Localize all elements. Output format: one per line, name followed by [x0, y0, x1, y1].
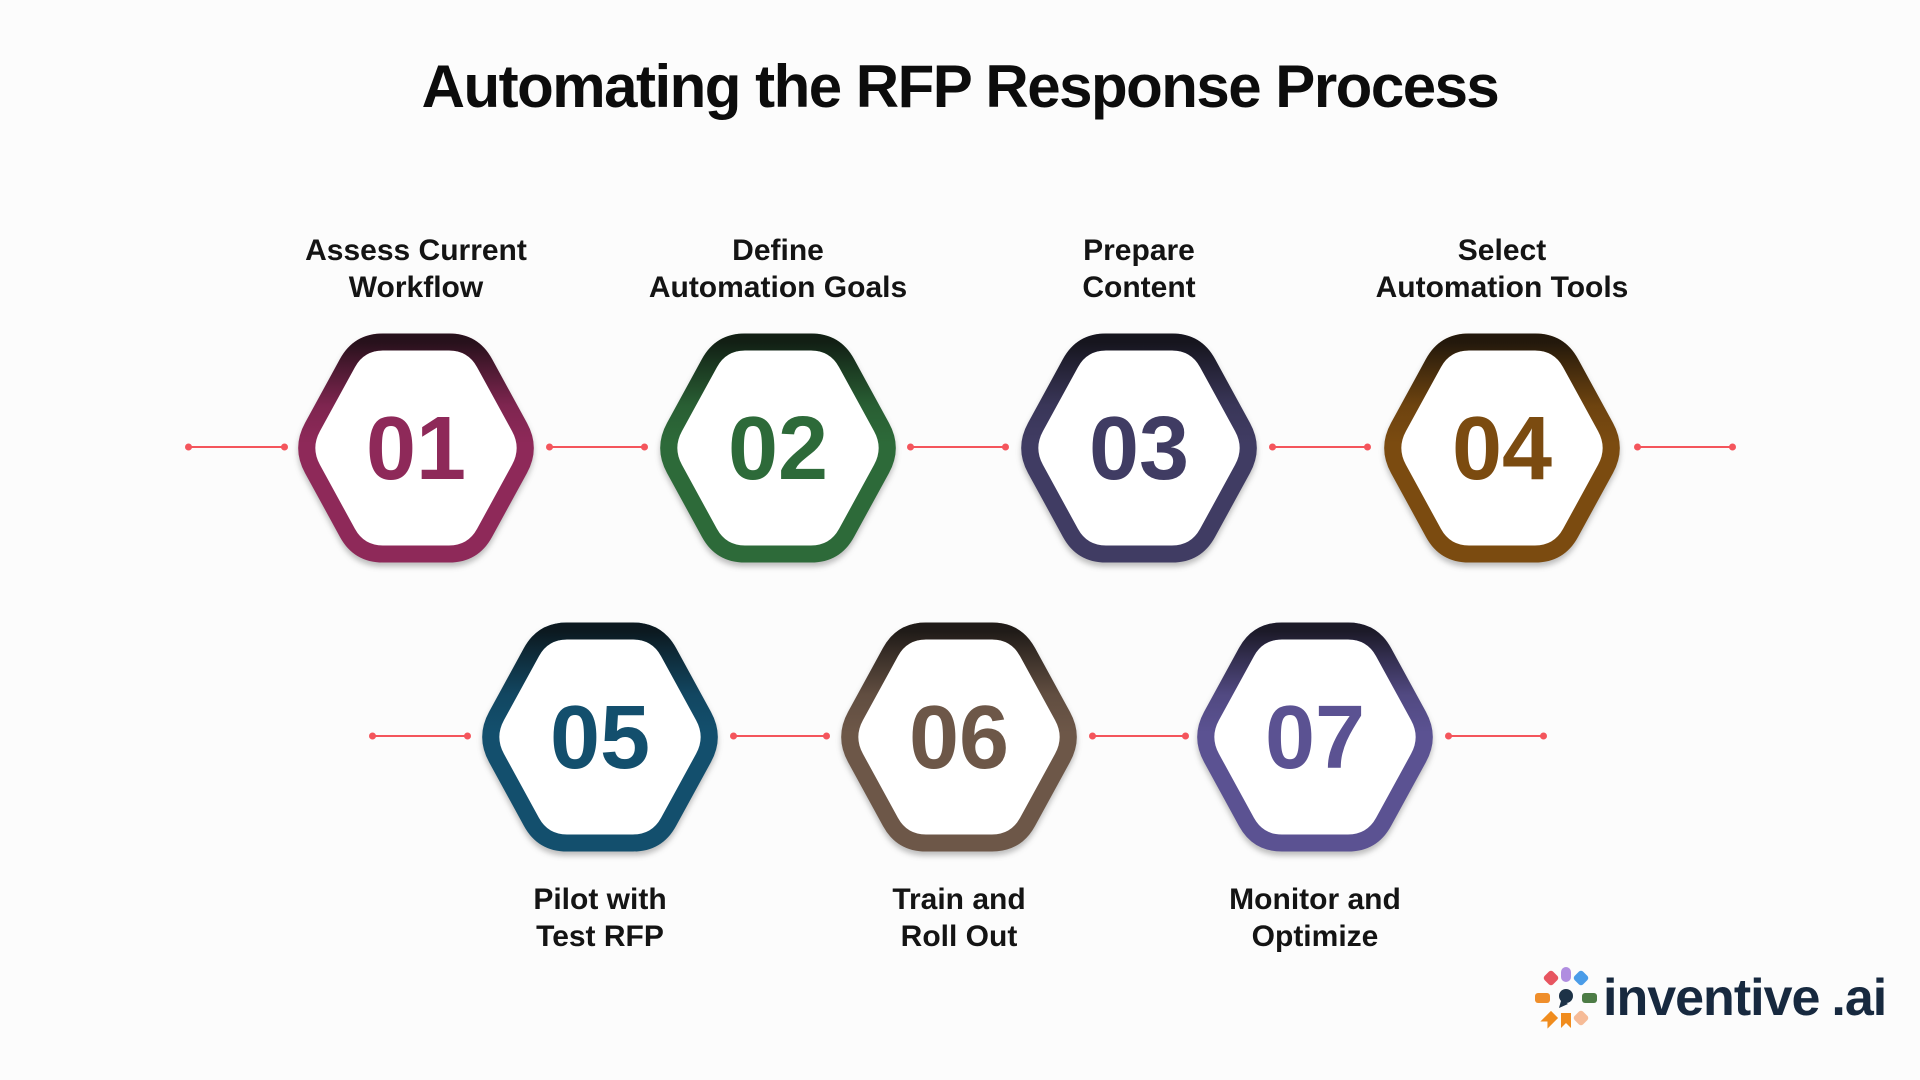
step-label-line1: Select [1457, 234, 1547, 267]
step-label-line1: Define [732, 234, 824, 267]
step-label-line1: Assess Current [305, 234, 527, 267]
step-label: Define Automation Goals [568, 232, 988, 306]
step-05: 05 Pilot with Test RFP [475, 621, 725, 953]
step-label: Prepare Content [929, 232, 1349, 306]
step-label: Monitor and Optimize [1105, 881, 1525, 955]
connector-line [1448, 735, 1544, 737]
connector-line [1092, 735, 1186, 737]
connector-line [733, 735, 827, 737]
connector-line [372, 735, 468, 737]
connector-line [549, 446, 645, 448]
step-07: 07 Monitor and Optimize [1190, 621, 1440, 953]
step-04: Select Automation Tools 04 [1376, 234, 1628, 564]
step-label: Pilot with Test RFP [390, 881, 810, 955]
step-label-line2: Roll Out [900, 920, 1018, 953]
hexagon-icon [1384, 333, 1620, 563]
step-number: 06 [908, 687, 1010, 788]
hexagon-icon [298, 333, 534, 563]
step-02: Define Automation Goals 02 [649, 234, 907, 564]
step-label-line1: Prepare [1083, 234, 1195, 267]
hexagon-icon [841, 622, 1077, 852]
step-label: Train and Roll Out [749, 881, 1169, 955]
step-03: Prepare Content 03 [1014, 234, 1264, 564]
step-number: 03 [1088, 398, 1190, 499]
step-01: Assess Current Workflow 01 [291, 234, 541, 564]
step-number: 01 [365, 398, 467, 499]
step-label-line1: Train and [892, 883, 1026, 916]
step-number: 07 [1264, 687, 1366, 788]
hexagon-icon [482, 622, 718, 852]
step-label-line1: Pilot with [533, 883, 667, 916]
step-number: 05 [549, 687, 651, 788]
step-label-line2: Optimize [1251, 920, 1379, 953]
step-number: 02 [727, 398, 829, 499]
inventive-burst-icon [1535, 967, 1597, 1029]
step-label: Select Automation Tools [1292, 232, 1712, 306]
connector-line [1637, 446, 1733, 448]
step-label: Assess Current Workflow [206, 232, 626, 306]
step-label-line2: Content [1082, 271, 1196, 304]
step-label-line1: Monitor and [1229, 883, 1401, 916]
step-number: 04 [1451, 398, 1553, 499]
connector-line [910, 446, 1006, 448]
step-label-line2: Automation Tools [1375, 271, 1629, 304]
connector-line [1272, 446, 1368, 448]
step-label-line2: Test RFP [536, 920, 664, 953]
hexagon-icon [1021, 333, 1257, 563]
step-06: 06 Train and Roll Out [834, 621, 1084, 953]
step-label-line2: Automation Goals [648, 271, 908, 304]
logo-name: inventive [1603, 969, 1820, 1027]
hexagon-icon [1197, 622, 1433, 852]
page-title: Automating the RFP Response Process [421, 53, 1500, 120]
logo-suffix: .ai [1831, 969, 1887, 1027]
hexagon-icon [660, 333, 896, 563]
step-label-line2: Workflow [348, 271, 484, 304]
inventive-logo: inventive .ai [1534, 966, 1887, 1030]
connector-line [188, 446, 285, 448]
